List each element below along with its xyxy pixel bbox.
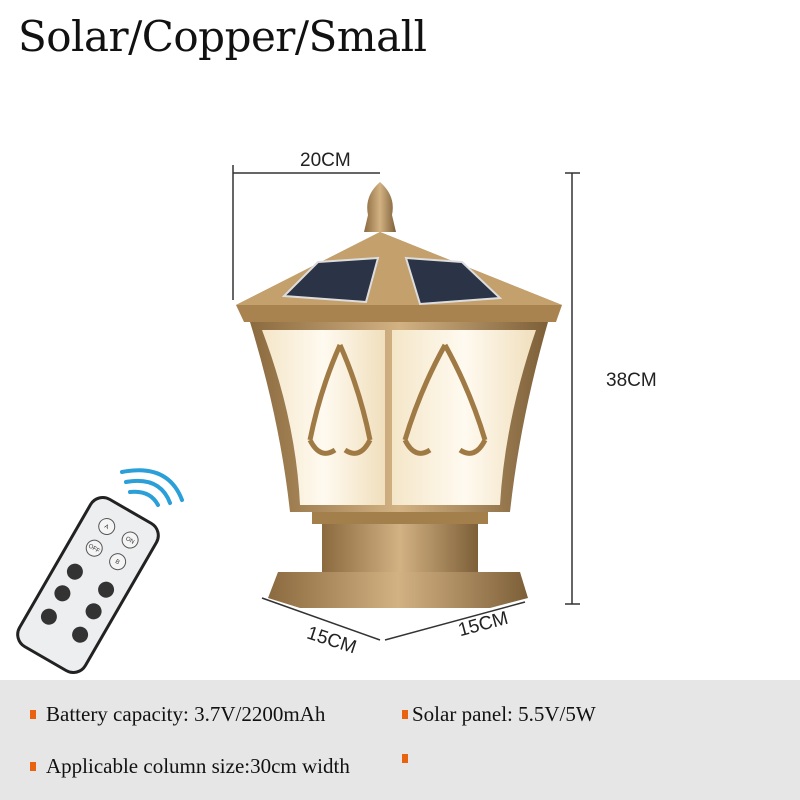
spec-text: Applicable column size:30cm width <box>46 754 350 778</box>
product-title: Solar/Copper/Small <box>18 12 427 61</box>
spec-battery: Battery capacity: 3.7V/2200mAh <box>30 702 325 727</box>
remote-control: A ON OFF B <box>16 496 160 674</box>
spec-text: Solar panel: 5.5V/5W <box>412 702 596 726</box>
bullet-icon <box>30 762 36 771</box>
spec-solar-panel: Solar panel: 5.5V/5W <box>402 702 596 727</box>
remote-button-off-label: OFF <box>87 543 101 554</box>
lamp-plinth <box>268 572 528 608</box>
signal-waves-icon <box>120 468 184 507</box>
width-label: 20CM <box>300 150 351 171</box>
bullet-icon <box>30 710 36 719</box>
spec-empty <box>402 754 418 763</box>
lamp-base <box>322 520 478 572</box>
lamp-finial <box>364 182 396 232</box>
remote-button-off <box>85 539 103 557</box>
remote-button-a <box>98 518 116 536</box>
height-label: 38CM <box>606 370 657 391</box>
solar-panel-right <box>404 256 503 306</box>
spec-band <box>0 680 800 800</box>
remote-button-a-label: A <box>103 524 109 531</box>
spec-column-size: Applicable column size:30cm width <box>30 754 350 779</box>
spec-text: Battery capacity: 3.7V/2200mAh <box>46 702 326 726</box>
remote-button-on-label: ON <box>124 536 135 546</box>
remote-button-b <box>109 553 127 571</box>
bullet-icon <box>402 710 408 719</box>
dimension-lines <box>232 165 580 641</box>
solar-panel-left <box>281 256 380 304</box>
remote-button-b-label: B <box>114 559 120 566</box>
bullet-icon <box>402 754 408 763</box>
remote-button-on <box>121 531 139 549</box>
